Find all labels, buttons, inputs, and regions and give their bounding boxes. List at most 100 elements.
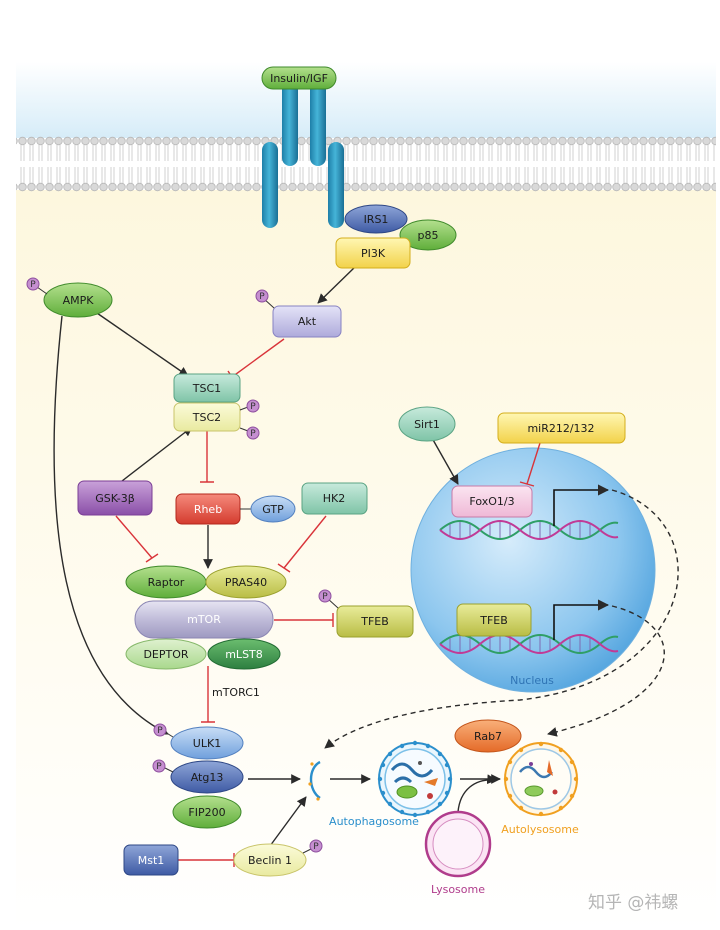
svg-text:DEPTOR: DEPTOR	[143, 648, 188, 661]
mtorc1-complex[interactable]: Raptor PRAS40 mTOR DEPTOR mLST8	[125, 565, 287, 670]
autophagosome-label: Autophagosome	[329, 815, 419, 828]
node-ampk[interactable]: AMPK	[43, 282, 113, 318]
svg-text:AMPK: AMPK	[63, 294, 95, 307]
svg-text:miR212/132: miR212/132	[527, 422, 594, 435]
node-pi3k[interactable]: PI3K	[335, 237, 411, 269]
node-irs1[interactable]: IRS1	[344, 204, 408, 234]
phospho-atg13: P	[152, 759, 174, 773]
svg-text:FIP200: FIP200	[188, 806, 225, 819]
node-tsc1[interactable]: TSC1	[173, 373, 241, 403]
node-pras40[interactable]: PRAS40	[205, 565, 287, 599]
svg-text:GTP: GTP	[262, 503, 284, 516]
svg-text:HK2: HK2	[323, 492, 345, 505]
svg-text:GSK-3β: GSK-3β	[95, 492, 135, 505]
node-rab7[interactable]: Rab7	[454, 719, 522, 753]
lysosome-label: Lysosome	[431, 883, 485, 896]
node-mtor[interactable]: mTOR	[134, 600, 274, 639]
svg-text:ULK1: ULK1	[193, 737, 221, 750]
node-tfeb-cytoplasm[interactable]: TFEB	[336, 605, 414, 638]
arrow-lysosome-to-autolysosome	[457, 774, 497, 813]
svg-text:FoxO1/3: FoxO1/3	[469, 495, 514, 508]
svg-text:Insulin/IGF: Insulin/IGF	[270, 72, 328, 85]
transcription-start-arrow-foxo	[553, 484, 610, 526]
node-mir212-132[interactable]: miR212/132	[497, 412, 626, 444]
node-hk2[interactable]: HK2	[301, 482, 368, 515]
watermark: 知乎 @祎螺	[588, 893, 678, 913]
svg-text:Raptor: Raptor	[148, 576, 185, 589]
svg-text:Rab7: Rab7	[474, 730, 502, 743]
mtorc1-label: mTORC1	[212, 686, 260, 699]
svg-text:P: P	[30, 280, 36, 290]
node-tsc2[interactable]: TSC2	[173, 402, 241, 432]
svg-text:mLST8: mLST8	[225, 648, 263, 661]
dna-helix-tfeb	[439, 634, 619, 654]
node-insulin-igf[interactable]: Insulin/IGF	[261, 66, 337, 90]
phospho-ulk1: P	[153, 723, 174, 738]
phospho-akt: P	[255, 289, 275, 309]
node-fip200[interactable]: FIP200	[172, 795, 242, 829]
inhibit-mir-foxo	[519, 442, 541, 487]
inhibit-hk2-pras40	[277, 515, 327, 573]
node-mst1[interactable]: Mst1	[123, 844, 179, 876]
svg-text:P: P	[259, 292, 265, 302]
phospho-tfeb: P	[318, 589, 339, 609]
svg-text:Mst1: Mst1	[138, 854, 165, 867]
arrow-sirt1-to-foxo	[431, 437, 459, 485]
phospho-tsc2-a: P	[239, 399, 260, 413]
nucleus: Nucleus	[410, 447, 656, 693]
svg-text:mTOR: mTOR	[187, 613, 221, 626]
node-akt[interactable]: Akt	[272, 305, 342, 338]
svg-text:P: P	[313, 842, 319, 852]
node-ulk1[interactable]: ULK1	[170, 726, 244, 760]
svg-text:TFEB: TFEB	[479, 614, 508, 627]
svg-text:P: P	[157, 726, 163, 736]
dna-helix-foxo	[439, 520, 619, 540]
node-mlst8[interactable]: mLST8	[207, 638, 281, 670]
lysosome: Lysosome	[424, 810, 492, 896]
node-gsk3b[interactable]: GSK-3β	[77, 480, 153, 516]
node-p85[interactable]: p85	[399, 219, 457, 251]
extracellular-space	[16, 62, 716, 138]
node-gtp[interactable]: GTP	[250, 495, 296, 523]
svg-text:PI3K: PI3K	[361, 247, 386, 260]
inhibit-tsc2-rheb	[200, 431, 214, 483]
phospho-beclin1: P	[302, 839, 323, 854]
autophagosome: Autophagosome	[329, 740, 453, 828]
svg-text:TFEB: TFEB	[360, 615, 389, 628]
svg-text:P: P	[250, 402, 256, 412]
inhibit-mtorc1-ulk1	[201, 666, 215, 723]
inhibit-mtor-tfeb	[274, 613, 334, 627]
svg-text:PRAS40: PRAS40	[225, 576, 267, 589]
arrow-ampk-to-ulk1	[53, 315, 169, 735]
nucleus-label: Nucleus	[510, 674, 554, 687]
phagophore	[308, 760, 321, 801]
node-sirt1[interactable]: Sirt1	[398, 406, 456, 442]
autolysosome-label: Autolysosome	[501, 823, 579, 836]
autolysosome: Autolysosome	[501, 741, 579, 836]
node-raptor[interactable]: Raptor	[125, 565, 207, 599]
arrow-ampk-to-tsc	[93, 310, 189, 377]
node-deptor[interactable]: DEPTOR	[125, 638, 207, 670]
inhibit-gsk3b-raptor	[115, 515, 159, 563]
svg-text:IRS1: IRS1	[364, 213, 389, 226]
svg-text:Sirt1: Sirt1	[414, 418, 440, 431]
transcription-start-arrow-tfeb	[553, 599, 610, 640]
arrow-beclin1-to-phagophore	[269, 796, 307, 847]
svg-text:P: P	[156, 762, 162, 772]
svg-text:TSC2: TSC2	[192, 411, 221, 424]
node-foxo1-3[interactable]: FoxO1/3	[451, 485, 533, 518]
node-tfeb-nucleus[interactable]: TFEB	[456, 603, 532, 637]
node-beclin1[interactable]: Beclin 1	[233, 843, 307, 877]
node-rheb[interactable]: Rheb	[175, 493, 241, 525]
activation-arrows	[53, 265, 679, 847]
phospho-tsc2-b: P	[239, 426, 260, 440]
arrow-pi3k-to-akt	[317, 265, 357, 304]
svg-text:Rheb: Rheb	[194, 503, 222, 516]
svg-text:TSC1: TSC1	[192, 382, 221, 395]
svg-text:P: P	[322, 592, 328, 602]
node-atg13[interactable]: Atg13	[170, 760, 244, 794]
arrow-gsk3b-to-tsc2	[121, 426, 193, 482]
dashed-arrow-tfeb-to-rab7	[547, 605, 665, 737]
svg-text:Atg13: Atg13	[191, 771, 224, 784]
